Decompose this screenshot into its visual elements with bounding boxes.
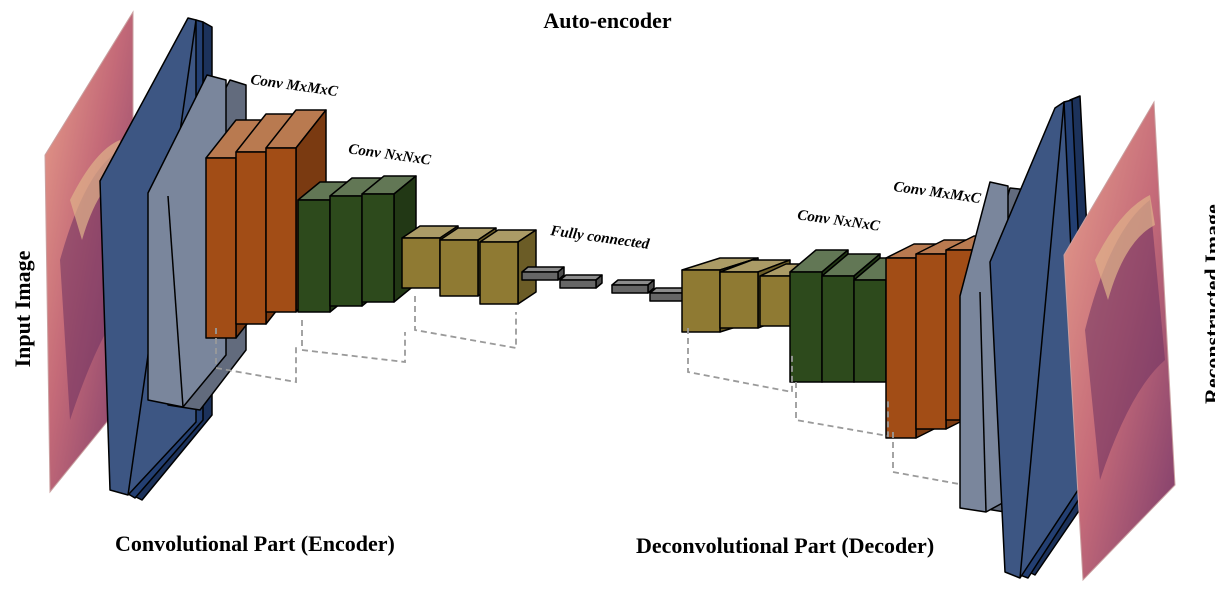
encoder-label: Convolutional Part (Encoder): [115, 531, 395, 556]
fc-dec-bar-2-front: [649, 292, 687, 302]
dec-orange-2-front: [915, 253, 947, 430]
fc-dec-bar-1-front: [611, 284, 649, 294]
dec-gray-divider: [979, 291, 987, 513]
enc-bracket-1: [215, 328, 297, 384]
dec-bracket-2: [795, 382, 889, 438]
enc-green-1-front: [297, 199, 331, 313]
dec-green-1-front: [789, 271, 823, 383]
enc-bracket-2: [301, 320, 406, 364]
input-image-label: Input Image: [10, 250, 35, 368]
dec-olive-2-front: [719, 271, 759, 329]
dec-orange-1-front: [885, 257, 917, 439]
dec-bracket-1: [687, 328, 793, 394]
enc-bracket-3: [414, 296, 517, 350]
dec-green-3-front: [853, 279, 887, 383]
enc-green-2-front: [329, 195, 363, 307]
enc-green-3-front: [361, 193, 395, 303]
output-plate-edge: [1019, 101, 1065, 579]
enc-orange-1-front: [205, 157, 237, 339]
dec-olive-1-front: [681, 269, 721, 333]
diagram-title: Auto-encoder: [543, 8, 672, 33]
fc-enc-bar-2-front: [559, 279, 597, 289]
reconstructed-image-label: Reconstructed Image: [1200, 204, 1215, 404]
dec-green-2-front: [821, 275, 855, 383]
enc-olive-2-front: [439, 239, 479, 297]
dec-bracket-3: [892, 432, 971, 488]
fc-enc-bar-1-front: [521, 271, 559, 281]
enc-orange-2-front: [235, 151, 267, 325]
reconstructed-image-hat: [1095, 195, 1155, 300]
enc-olive-3-front: [479, 241, 519, 305]
enc-orange-3-front: [265, 147, 297, 313]
enc-olive-1-front: [401, 237, 441, 289]
decoder-label: Deconvolutional Part (Decoder): [636, 533, 935, 558]
enc-gray-divider: [167, 195, 184, 408]
